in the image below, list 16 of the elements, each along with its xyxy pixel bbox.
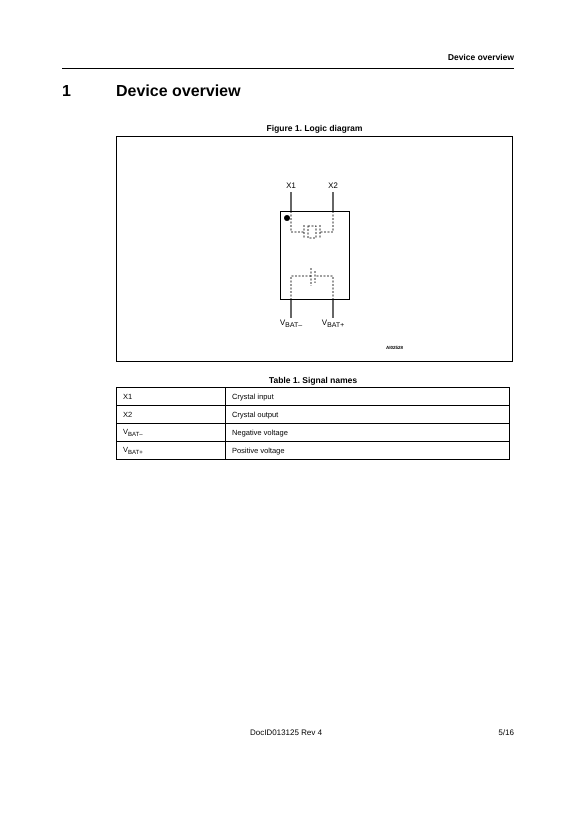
table-caption: Table 1. Signal names — [268, 375, 358, 386]
pin-label: V$_{BAT–}$ — [276, 318, 306, 330]
pin-label: X2 — [323, 181, 343, 191]
pin-line — [332, 300, 334, 318]
header-title: Device overview — [446, 52, 514, 62]
pin-line — [332, 192, 334, 211]
section-number: 1 — [62, 82, 71, 102]
pin-label: X1 — [281, 181, 301, 191]
figure-caption: Figure 1. Logic diagram — [266, 123, 364, 134]
pin-line — [290, 300, 292, 318]
chip-package — [280, 211, 350, 300]
pin-label: V$_{BAT+}$ — [318, 318, 348, 330]
section-heading: Device overview — [116, 82, 241, 102]
page-number: 5/16 — [497, 728, 514, 738]
document-id: DocID013125 Rev 4 — [248, 728, 324, 738]
pin-line — [290, 192, 292, 211]
